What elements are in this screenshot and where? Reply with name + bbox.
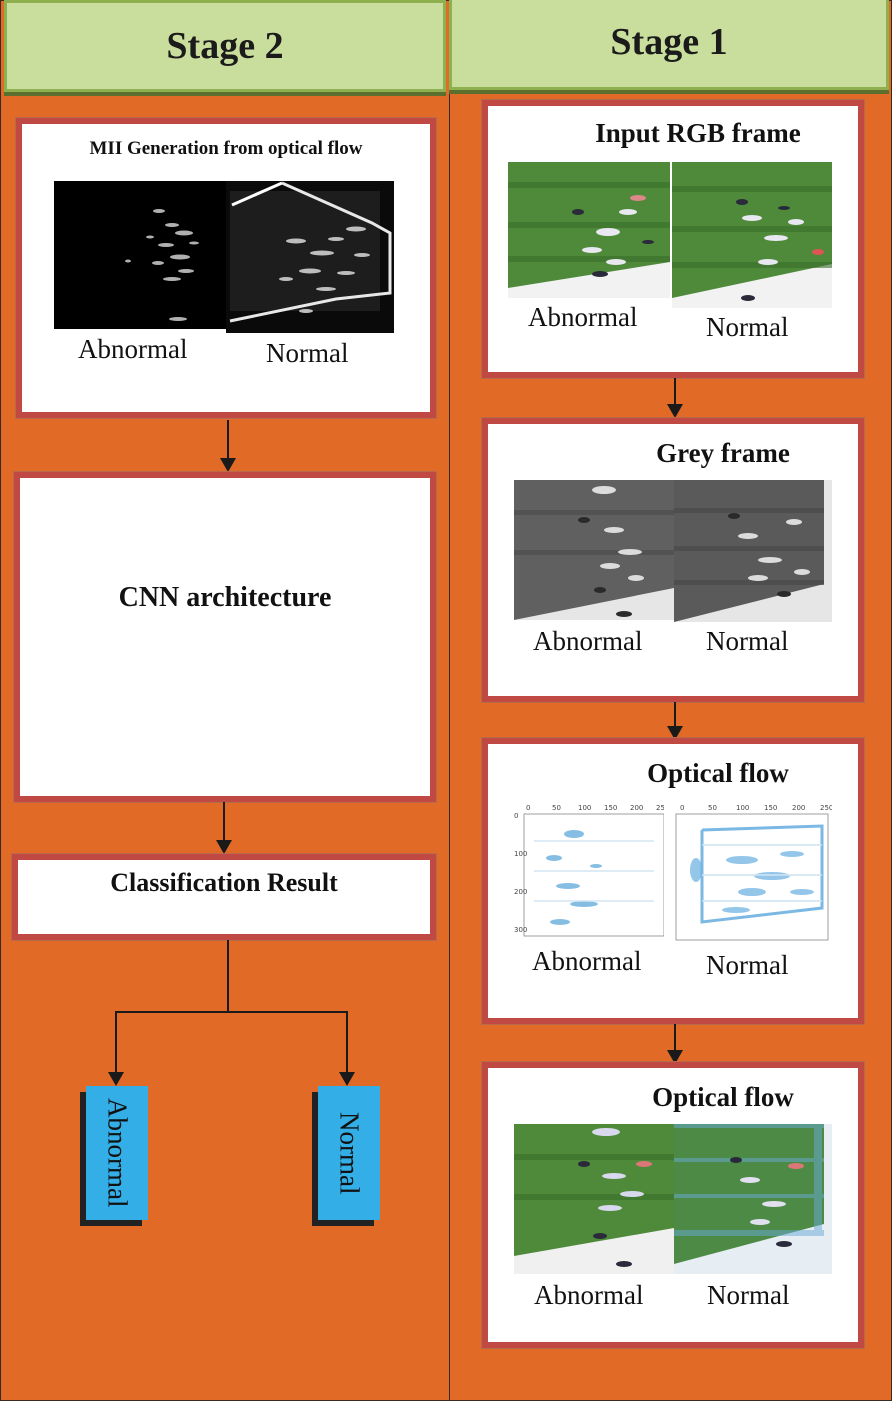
optical-flow-overlay-title: Optical flow (652, 1082, 794, 1112)
branch-left (115, 1011, 117, 1073)
flow-tick-label: 200 (514, 888, 527, 896)
arrow-cnn-to-classification-head (216, 840, 232, 854)
arrow-grey-to-flow (674, 702, 676, 728)
grey-normal-caption: Normal (706, 626, 789, 656)
arrow-mii-to-cnn (227, 420, 229, 460)
flow-tick-label: 150 (764, 804, 777, 812)
arrow-rgb-to-grey (674, 378, 676, 406)
optical-flow-abnormal-plot: 0 50 100 150 200 250 0 100 200 300 (514, 804, 664, 937)
arrow-flow-to-overlay (674, 1024, 676, 1052)
flow-tick-label: 50 (708, 804, 717, 812)
mii-generation-title: MII Generation from optical flow (89, 138, 363, 159)
arrow-mii-to-cnn-head (220, 458, 236, 472)
flow-tick-label: 0 (514, 812, 518, 820)
branch-left-head (108, 1072, 124, 1086)
arrow-rgb-to-grey-head (667, 404, 683, 418)
rgb-abnormal-caption: Abnormal (528, 302, 638, 332)
branch-trunk (227, 940, 229, 1012)
arrow-cnn-to-classification (223, 802, 225, 842)
rgb-abnormal-image (508, 162, 670, 298)
cnn-architecture-box: CNN architecture (14, 472, 436, 802)
flow-normal-caption: Normal (706, 950, 789, 980)
grey-abnormal-image (514, 480, 674, 620)
classification-result-box: Classification Result (12, 854, 436, 940)
mii-abnormal-caption: Abnormal (78, 334, 188, 364)
output-abnormal-box: Abnormal (86, 1086, 148, 1220)
rgb-normal-caption: Normal (706, 312, 789, 342)
output-abnormal-label: Abnormal (102, 1098, 133, 1208)
grey-normal-image (674, 480, 832, 622)
grey-frame-box: Grey frame Abnormal Normal (482, 418, 864, 702)
stage-1-title: Stage 1 (610, 21, 728, 63)
mii-normal-caption: Normal (266, 338, 349, 368)
overlay-abnormal-caption: Abnormal (534, 1280, 644, 1310)
overlay-normal-image (674, 1124, 832, 1274)
overlay-abnormal-image (514, 1124, 674, 1274)
optical-flow-overlay-box: Optical flow Abnormal Normal (482, 1062, 864, 1348)
flow-tick-label: 100 (514, 850, 527, 858)
arrow-grey-to-flow-head (667, 726, 683, 740)
flow-tick-label: 200 (630, 804, 643, 812)
stage-1-header: Stage 1 (449, 0, 889, 90)
grey-abnormal-caption: Abnormal (533, 626, 643, 656)
input-rgb-frame-title: Input RGB frame (595, 118, 801, 148)
stage-2-header: Stage 2 (4, 0, 446, 92)
flow-tick-label: 100 (578, 804, 591, 812)
flow-tick-label: 200 (792, 804, 805, 812)
branch-crossbar (115, 1011, 348, 1013)
grey-frame-title: Grey frame (656, 438, 790, 468)
flow-tick-label: 300 (514, 926, 527, 934)
flow-abnormal-caption: Abnormal (532, 946, 642, 976)
flow-tick-label: 250 (656, 804, 664, 812)
flow-tick-label: 150 (604, 804, 617, 812)
input-rgb-frame-box: Input RGB frame Abnormal Normal (482, 100, 864, 378)
flow-tick-label: 0 (680, 804, 684, 812)
mii-abnormal-image (54, 181, 226, 329)
output-normal-box: Normal (318, 1086, 380, 1220)
mii-normal-image (226, 181, 394, 333)
mii-generation-box: MII Generation from optical flow Abnorma… (16, 118, 436, 418)
flow-tick-label: 50 (552, 804, 561, 812)
flow-tick-label: 0 (526, 804, 530, 812)
stage-2-title: Stage 2 (166, 25, 284, 67)
cnn-architecture-title: CNN architecture (118, 582, 332, 613)
flow-tick-label: 250 (820, 804, 832, 812)
optical-flow-normal-plot: 0 50 100 150 200 250 (675, 804, 832, 941)
branch-right-head (339, 1072, 355, 1086)
flow-tick-label: 100 (736, 804, 749, 812)
classification-result-title: Classification Result (110, 868, 338, 897)
output-normal-label: Normal (334, 1111, 365, 1195)
optical-flow-title: Optical flow (647, 758, 789, 788)
rgb-normal-image (672, 162, 832, 308)
overlay-normal-caption: Normal (707, 1280, 790, 1310)
branch-right (346, 1011, 348, 1073)
arrow-flow-to-overlay-head (667, 1050, 683, 1064)
